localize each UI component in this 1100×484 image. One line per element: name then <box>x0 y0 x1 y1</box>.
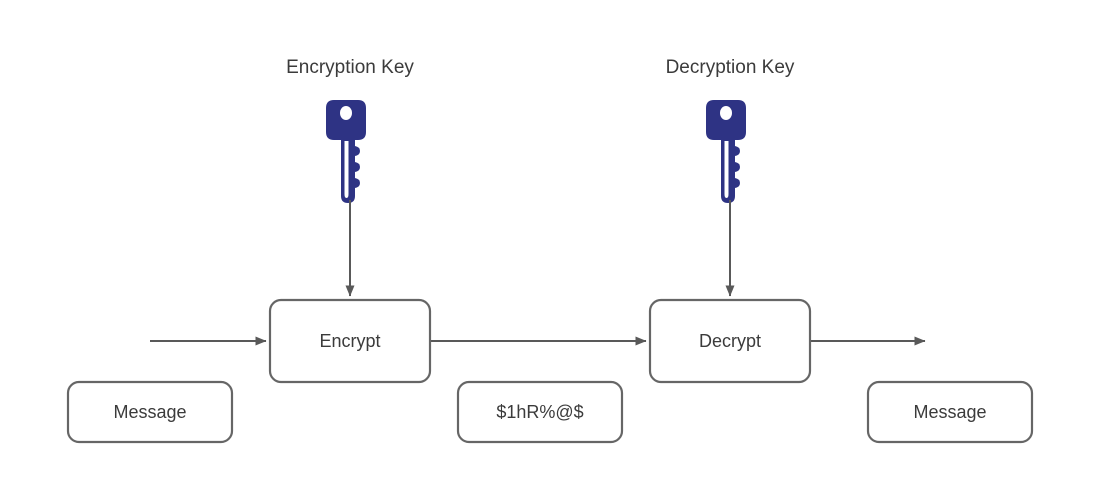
encrypt-label: Encrypt <box>319 331 380 351</box>
plaintext-input-box[interactable] <box>66 380 234 444</box>
encryption-key-label: Encryption Key <box>286 57 414 78</box>
key-icon <box>706 100 746 203</box>
decrypt-box[interactable] <box>648 298 812 384</box>
encrypt-node[interactable]: Encrypt <box>268 298 432 384</box>
plaintext-input-label: Message <box>113 402 186 422</box>
decryption-key-group: Decryption Key <box>666 57 795 297</box>
decrypt-label: Decrypt <box>699 331 761 351</box>
plaintext-output-label: Message <box>913 402 986 422</box>
key-icon <box>326 100 366 203</box>
plaintext-output-box[interactable] <box>866 380 1034 444</box>
plaintext-output-node[interactable]: Message <box>866 380 1034 444</box>
decryption-key-label: Decryption Key <box>666 57 795 78</box>
plaintext-input-node[interactable]: Message <box>66 380 234 444</box>
encryption-key-group: Encryption Key <box>286 57 414 297</box>
decrypt-node[interactable]: Decrypt <box>648 298 812 384</box>
ciphertext-box[interactable] <box>456 380 624 444</box>
ciphertext-node[interactable]: $1hR%@$ <box>456 380 624 444</box>
ciphertext-label: $1hR%@$ <box>496 402 583 422</box>
encrypt-box[interactable] <box>268 298 432 384</box>
